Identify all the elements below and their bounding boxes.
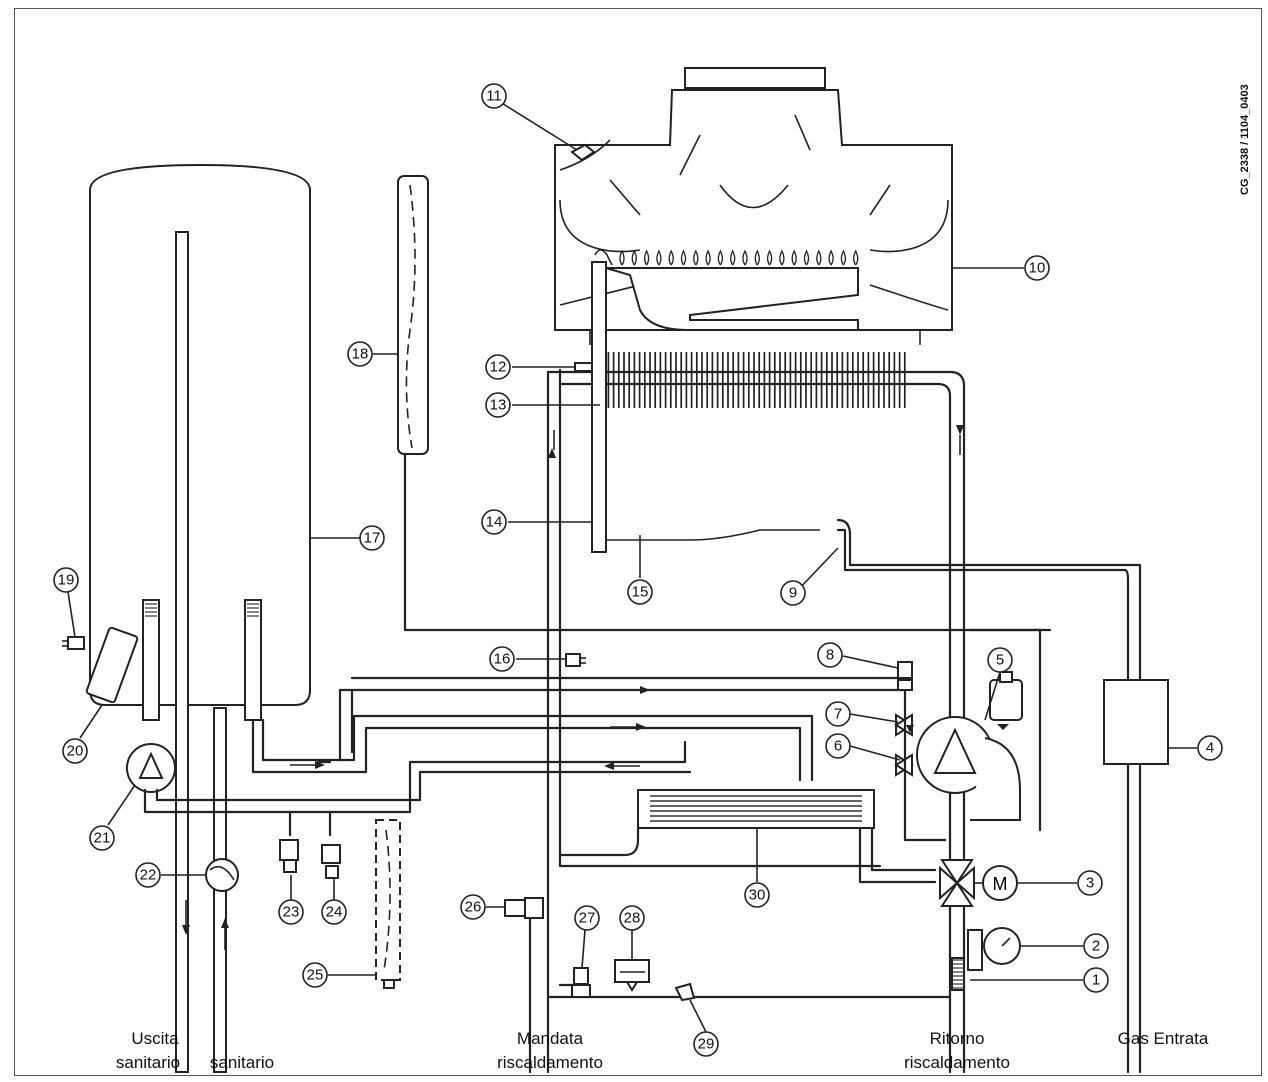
callout-23: 23: [278, 899, 304, 925]
svg-text:6: 6: [834, 738, 842, 755]
pressure-gauge: [967, 927, 1021, 971]
svg-text:15: 15: [632, 584, 649, 601]
burner: [591, 249, 859, 553]
svg-text:2: 2: [1092, 938, 1100, 955]
svg-text:30: 30: [749, 887, 766, 904]
plate-heat-exchanger: [637, 789, 875, 829]
svg-text:5: 5: [996, 652, 1004, 669]
svg-text:27: 27: [579, 910, 596, 927]
callout-28: 28: [619, 905, 645, 931]
callout-20: 20: [62, 738, 88, 764]
svg-text:17: 17: [364, 530, 381, 547]
svg-text:16: 16: [494, 651, 511, 668]
flue-sensor: [570, 143, 596, 162]
svg-text:9: 9: [789, 585, 797, 602]
callout-14: 14: [481, 509, 507, 535]
dhw-filling-valve: [321, 844, 341, 879]
return-filter: [951, 957, 965, 991]
drain-valve: [674, 982, 696, 1002]
svg-text:28: 28: [624, 910, 641, 927]
callout-12: 12: [485, 354, 511, 380]
diagram-frame: [14, 8, 1262, 1076]
label-mandata-2: riscaldamento: [497, 1053, 603, 1072]
dhw-safety-valve: [279, 839, 299, 873]
svg-text:14: 14: [486, 514, 503, 531]
label-mandata-1: Mandata: [517, 1029, 584, 1048]
callout-22: 22: [135, 862, 161, 888]
label-uscita-2: sanitario: [116, 1053, 180, 1072]
svg-text:8: 8: [826, 647, 834, 664]
valve-8: [897, 661, 913, 691]
callout-9: 9: [780, 580, 806, 606]
svg-text:22: 22: [140, 867, 157, 884]
svg-text:20: 20: [67, 743, 84, 760]
callout-7: 7: [825, 701, 851, 727]
magnesium-anode: [85, 626, 139, 704]
callout-3: 3: [1077, 870, 1103, 896]
callout-27: 27: [574, 905, 600, 931]
label-ritorno-2: riscaldamento: [904, 1053, 1010, 1072]
callout-13: 13: [485, 392, 511, 418]
flow-temperature-sensor: [565, 653, 586, 667]
callout-30: 30: [744, 882, 770, 908]
callout-8: 8: [817, 642, 843, 668]
callout-11: 11: [481, 83, 507, 109]
svg-text:19: 19: [58, 572, 75, 589]
callout-29: 29: [693, 1031, 719, 1057]
svg-text:12: 12: [490, 359, 507, 376]
svg-text:25: 25: [307, 967, 324, 984]
label-gas-entrata: Gas Entrata: [1118, 1029, 1209, 1048]
flow-sensor: [205, 858, 239, 892]
callout-19: 19: [53, 567, 79, 593]
callout-25: 25: [302, 962, 328, 988]
callout-1: 1: [1083, 967, 1109, 993]
label-uscita-1: Uscita: [131, 1029, 179, 1048]
label-ritorno-1: Ritorno: [930, 1029, 985, 1048]
diverter-valve: M: [939, 859, 1018, 907]
callout-5: 5: [987, 647, 1013, 673]
motor-label: M: [993, 874, 1008, 894]
svg-text:23: 23: [283, 904, 300, 921]
leader-lines: [67, 101, 1197, 1033]
callout-17: 17: [359, 525, 385, 551]
callout-15: 15: [627, 579, 653, 605]
expansion-vessel: [397, 175, 1042, 832]
safety-valve: [571, 967, 591, 998]
tank-sensor: [62, 636, 85, 650]
callout-26: 26: [460, 894, 486, 920]
callout-24: 24: [321, 899, 347, 925]
callout-2: 2: [1083, 933, 1109, 959]
flow-arrows: [182, 425, 1009, 950]
hot-water-cylinder: [89, 163, 311, 1073]
document-code: CG_2338 / 1104_0403: [1239, 84, 1251, 195]
svg-text:3: 3: [1086, 875, 1094, 892]
callout-6: 6: [825, 733, 851, 759]
svg-text:24: 24: [326, 904, 343, 921]
callout-10: 10: [1024, 255, 1050, 281]
gas-valve: [1103, 679, 1169, 765]
primary-heat-exchanger: [597, 352, 906, 408]
svg-text:26: 26: [465, 899, 482, 916]
filling-valve: [614, 959, 650, 992]
label-entrata-2: sanitario: [210, 1053, 274, 1072]
svg-text:11: 11: [486, 88, 502, 105]
svg-text:29: 29: [698, 1036, 715, 1053]
dhw-expansion-vessel: [375, 819, 401, 989]
callout-18: 18: [347, 341, 373, 367]
callout-16: 16: [489, 646, 515, 672]
svg-text:18: 18: [352, 346, 369, 363]
central-heating-pump: [916, 671, 1023, 821]
svg-text:7: 7: [834, 706, 842, 723]
pressure-switch: [504, 897, 544, 919]
svg-text:10: 10: [1029, 260, 1046, 277]
svg-text:21: 21: [94, 830, 111, 847]
svg-text:1: 1: [1092, 972, 1100, 989]
svg-text:13: 13: [490, 397, 507, 414]
callout-21: 21: [89, 825, 115, 851]
callout-4: 4: [1197, 735, 1223, 761]
svg-text:4: 4: [1206, 740, 1214, 757]
